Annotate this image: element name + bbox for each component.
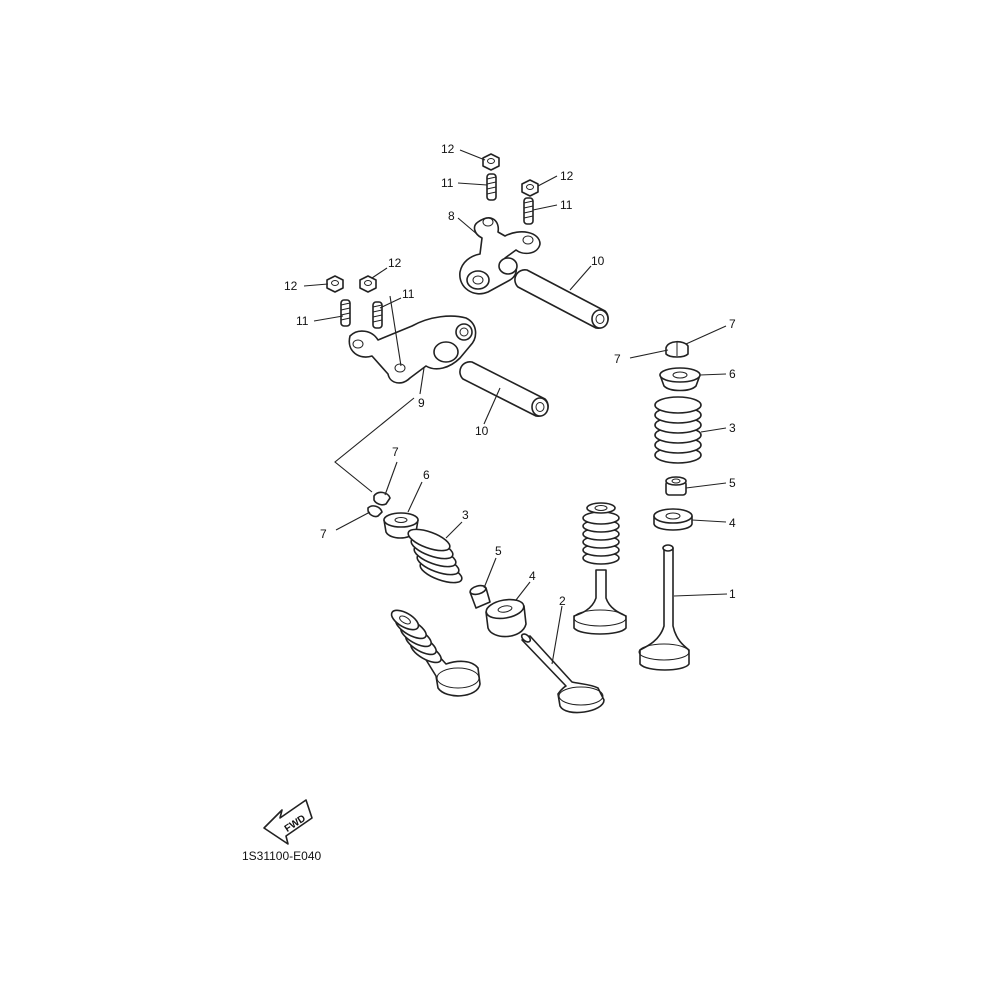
label-1: 1 [729,587,736,601]
screw-11-upper-right [523,197,534,225]
shaft-10-upper [514,268,609,330]
seat-4-right [653,508,693,531]
label-7: 7 [614,352,621,366]
label-10: 10 [591,254,605,268]
label-7: 7 [320,527,327,541]
label-11: 11 [560,198,573,212]
seal-5-left [469,584,491,609]
screw-11-upper [486,173,497,201]
label-4: 4 [529,569,536,583]
rocker-arm-9 [348,295,477,384]
leader-lines [303,149,728,665]
nut-12-upper [482,153,500,171]
seal-5-right [665,476,687,496]
screw-11-left [340,299,351,327]
label-7: 7 [729,317,736,331]
shaft-10-lower [459,360,549,418]
valve-assembled-right [573,502,627,635]
label-4: 4 [729,516,736,530]
cotter-7-left [367,491,391,518]
retainer-6-right [659,367,701,392]
nut-12-left-right [359,275,377,293]
label-3: 3 [729,421,736,435]
nut-12-left [326,275,344,293]
label-6: 6 [729,367,736,381]
spring-3-left [407,528,463,584]
label-3: 3 [462,508,469,522]
label-2: 2 [559,594,566,608]
label-12: 12 [284,279,298,293]
label-8: 8 [448,209,455,223]
label-6: 6 [423,468,430,482]
screw-11-left-right [372,301,383,329]
nut-12-upper-right [521,179,539,197]
label-5: 5 [495,544,502,558]
label-11: 11 [441,176,454,190]
label-11: 11 [402,287,415,301]
label-11: 11 [296,314,309,328]
label-12: 12 [441,142,455,156]
label-12: 12 [560,169,574,183]
group-bracket [334,367,425,493]
drawing-code: 1S31100-E040 [242,849,322,863]
label-7: 7 [392,445,399,459]
label-12: 12 [388,256,402,270]
label-9: 9 [418,396,425,410]
seat-4-left [485,598,527,638]
valve-assembled-left [390,609,481,697]
label-5: 5 [729,476,736,490]
valve-1 [638,544,690,671]
valve-2 [520,633,605,714]
rocker-arm-8 [459,217,541,295]
label-10: 10 [475,424,489,438]
spring-3-right [654,396,702,464]
cotter-7-right [665,340,689,358]
part-labels: 12 11 12 11 8 10 12 12 11 11 9 10 7 7 6 … [284,142,736,608]
fwd-arrow-icon: FWD [263,799,313,845]
